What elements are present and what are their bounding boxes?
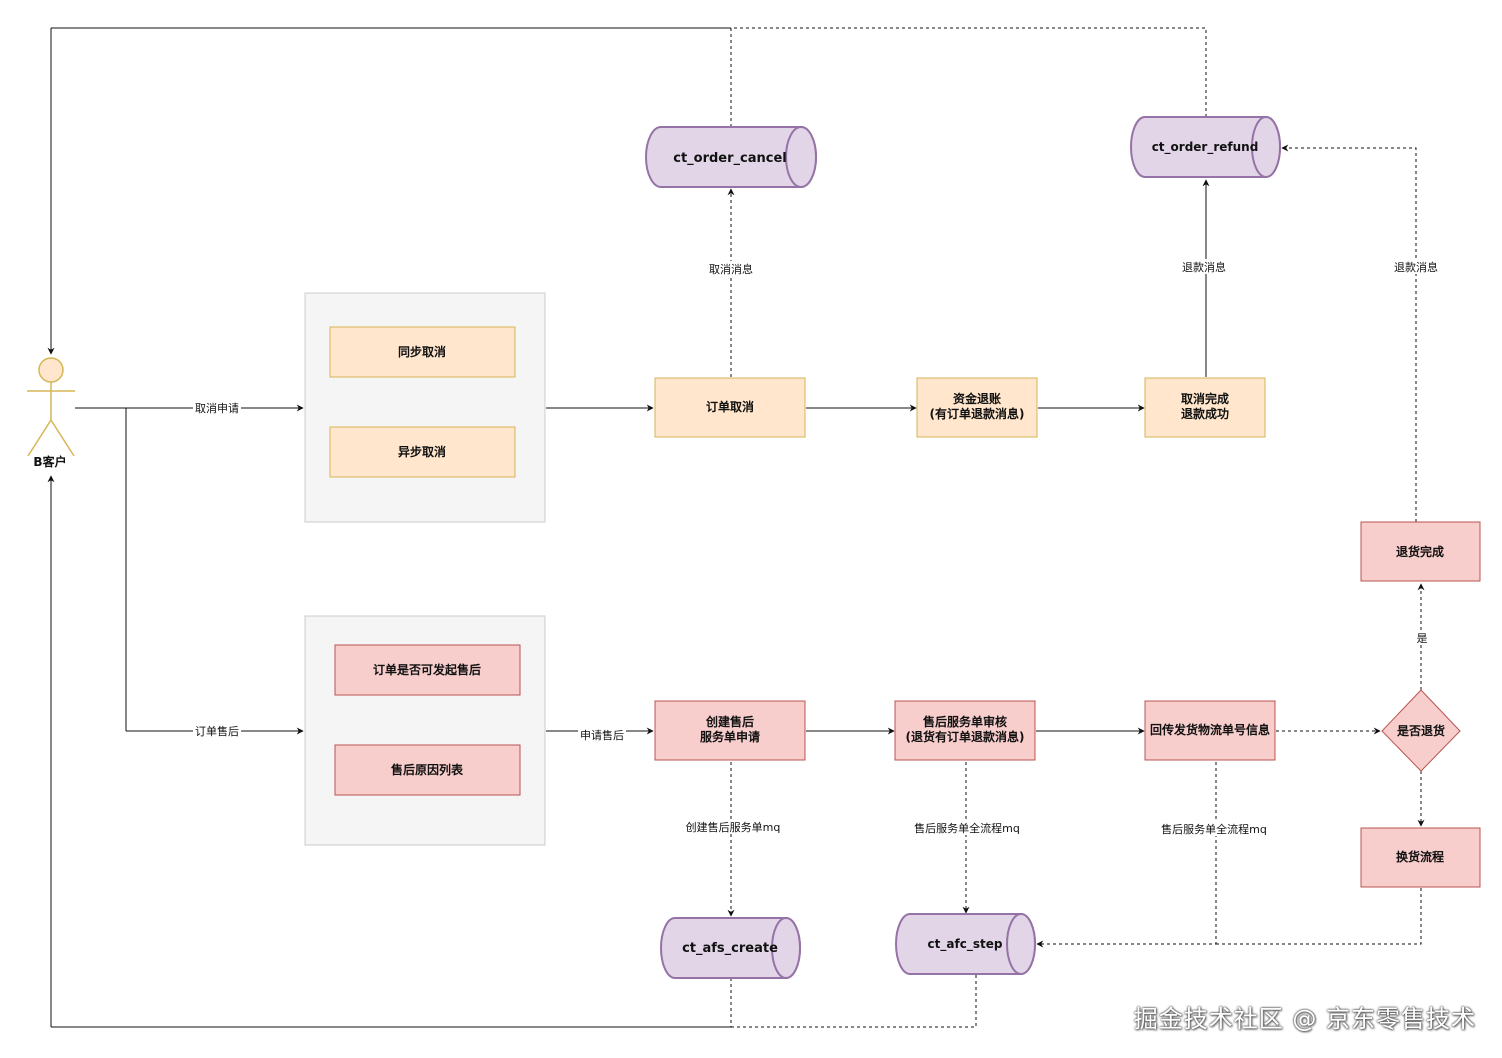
logistics-info-label: 回传发货物流单号信息 [1150, 722, 1270, 737]
watermark: 掘金技术社区 @ 京东零售技术 [1133, 1005, 1476, 1033]
order-cancel-queue[interactable] [645, 126, 817, 188]
refund-msg-label-1: 退款消息 [1182, 260, 1226, 274]
create-aftersale-line2: 服务单申请 [700, 729, 760, 744]
order-refund-queue[interactable] [1130, 116, 1281, 178]
sync-cancel-box[interactable] [329, 326, 516, 378]
cancel-done-line1: 取消完成 [1181, 391, 1229, 406]
create-aftersale-line1: 创建售后 [705, 714, 754, 729]
edge-afc-mq-down [731, 975, 977, 1028]
apply-aftersale-label: 申请售后 [580, 728, 624, 742]
edge-refund-mq-up [731, 27, 1207, 117]
cancel-done-line2: 退款成功 [1181, 406, 1229, 421]
fund-refund-node[interactable] [916, 377, 1038, 438]
aftersale-reasons-box[interactable] [334, 744, 521, 796]
flow-mq-label-1: 售后服务单全流程mq [914, 821, 1020, 835]
order-aftersale-label: 订单售后 [195, 724, 239, 738]
cancel-done-node[interactable] [1144, 377, 1266, 438]
exchange-flow-label: 换货流程 [1396, 849, 1444, 864]
flow-mq-label-2: 售后服务单全流程mq [1161, 822, 1267, 836]
edge-exchange-to-afc-mq [1216, 888, 1422, 945]
yes-label: 是 [1417, 632, 1428, 645]
order-cancel-node[interactable] [654, 377, 806, 438]
afc-step-queue[interactable] [895, 913, 1036, 975]
aftersale-review-line1: 售后服务单审核 [923, 714, 1007, 729]
can-aftersale-label: 订单是否可发起售后 [373, 662, 481, 677]
async-cancel-label: 异步取消 [398, 444, 446, 459]
order-cancel-label: 订单取消 [706, 399, 754, 414]
order-cancel-queue-label: ct_order_cancel [673, 151, 787, 166]
is-return-label: 是否退货 [1396, 723, 1445, 738]
return-done-node[interactable] [1360, 521, 1481, 582]
order-refund-queue-label: ct_order_refund [1152, 140, 1259, 155]
edge-logistics-to-afc-mq [1036, 762, 1217, 948]
afs-create-queue[interactable] [660, 917, 801, 979]
fund-refund-line2: (有订单退款消息) [930, 406, 1025, 421]
afs-create-queue-label: ct_afs_create [682, 941, 778, 956]
create-mq-label: 创建售后服务单mq [686, 820, 781, 834]
async-cancel-box[interactable] [329, 426, 516, 478]
edge-return-done-to-refund-mq [1281, 144, 1417, 522]
aftersale-review-node[interactable] [894, 700, 1036, 761]
exchange-flow-node[interactable] [1360, 827, 1481, 888]
aftersale-review-line2: (退货有订单退款消息) [906, 729, 1025, 744]
sync-cancel-label: 同步取消 [398, 344, 446, 359]
fund-refund-line1: 资金退账 [953, 391, 1001, 406]
logistics-info-node[interactable] [1144, 700, 1276, 761]
can-aftersale-box[interactable] [334, 644, 521, 696]
actor-label: B客户 [33, 454, 66, 469]
customer-actor[interactable] [27, 357, 75, 457]
afc-step-queue-label: ct_afc_step [928, 937, 1003, 952]
cancel-apply-label: 取消申请 [195, 401, 239, 415]
cancel-msg-label: 取消消息 [709, 262, 753, 276]
return-done-label: 退货完成 [1396, 544, 1444, 559]
is-return-decision[interactable] [1381, 689, 1461, 772]
create-aftersale-node[interactable] [654, 700, 806, 761]
aftersale-reasons-label: 售后原因列表 [391, 762, 464, 777]
refund-msg-label-2: 退款消息 [1394, 260, 1438, 274]
